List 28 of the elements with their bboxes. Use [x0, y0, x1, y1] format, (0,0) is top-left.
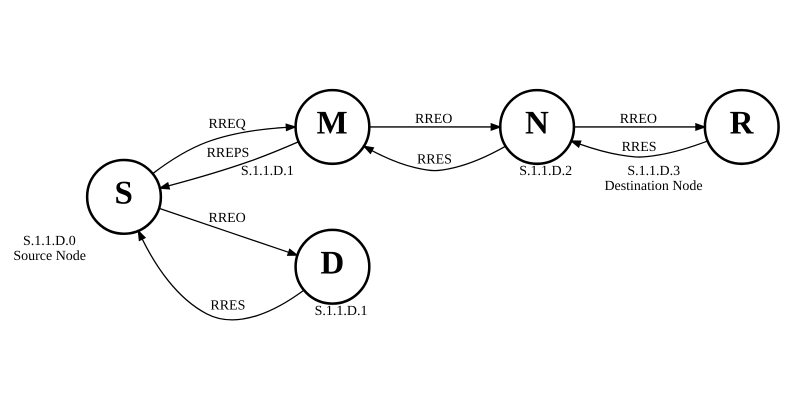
arrow — [152, 122, 298, 174]
edge-label: RREPS — [206, 146, 250, 161]
node-label: Destination Node — [604, 178, 703, 194]
edge-label: RRES — [622, 139, 657, 154]
edge-label: RRES — [416, 152, 452, 168]
node-circle: N — [498, 88, 576, 165]
arrow — [138, 228, 304, 320]
arrow — [574, 122, 707, 130]
node-label: S.1.1.D.2 — [519, 163, 572, 178]
arrow — [570, 140, 708, 158]
edge-label: RREO — [208, 210, 246, 226]
arrow — [362, 144, 506, 171]
node-circle: R — [704, 88, 780, 165]
edge-label: RREO — [620, 111, 657, 126]
node-label: S.1.1.D.3 — [627, 163, 680, 178]
arrow — [369, 122, 502, 130]
edge-label: RRES — [210, 298, 246, 314]
node-label: Source Node — [13, 248, 86, 264]
node-circle: D — [294, 228, 371, 304]
edge-label: RREO — [415, 111, 452, 126]
node-label: S.1.1.D.0 — [22, 233, 76, 248]
arrow — [158, 140, 299, 190]
node-label: S.1.1.D.1 — [314, 303, 368, 318]
arrow — [159, 207, 299, 256]
node-circle: S — [86, 158, 162, 234]
node-circle: M — [294, 88, 371, 165]
edge-label: RREQ — [208, 116, 246, 132]
node-label: S.1.1.D.1 — [240, 163, 294, 178]
